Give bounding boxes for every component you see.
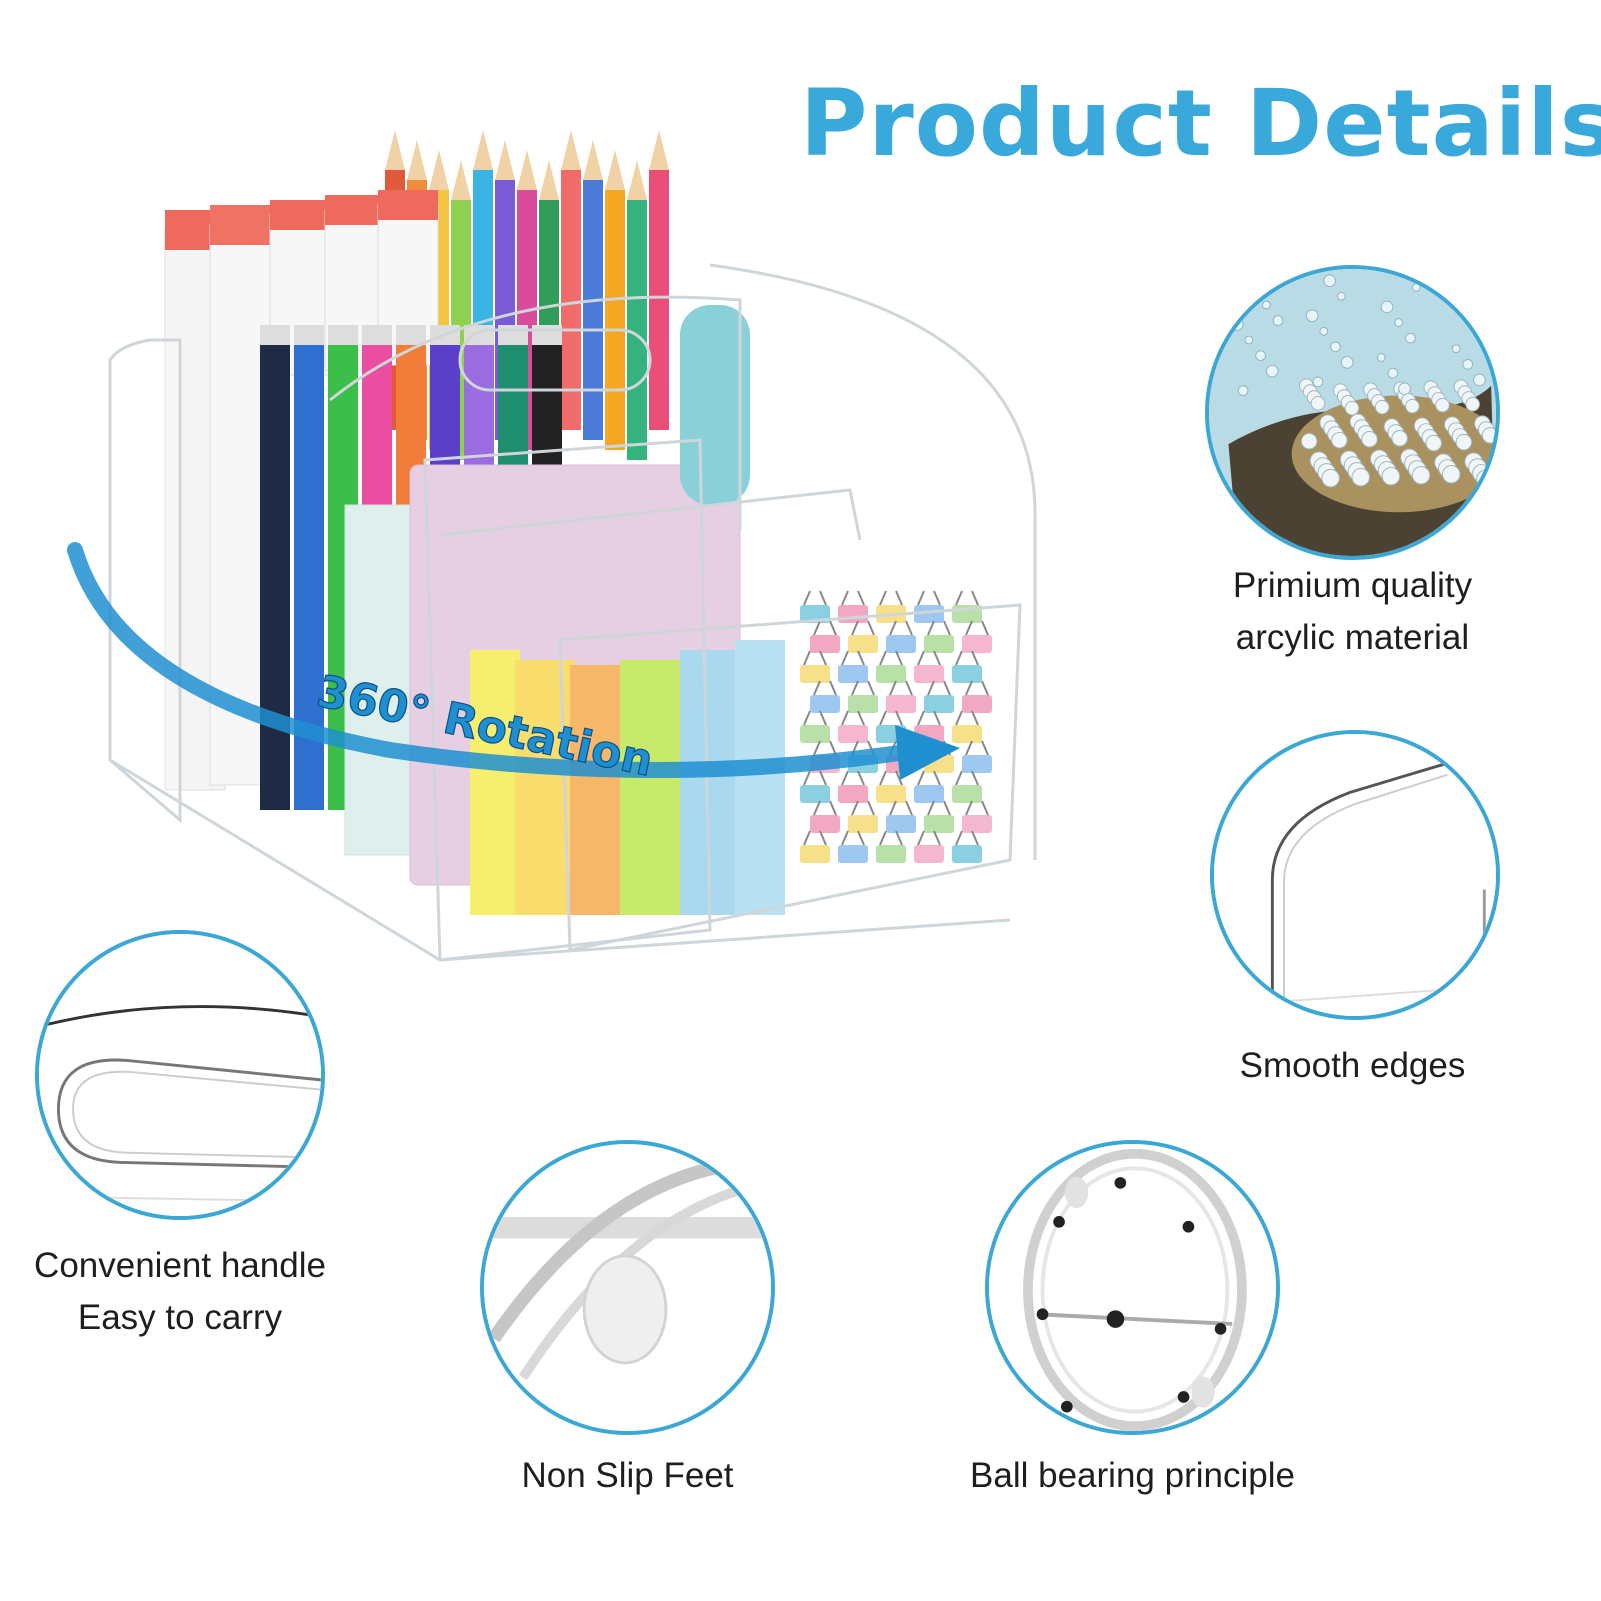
rotation-arrowhead bbox=[895, 725, 960, 780]
edges-closeup bbox=[1210, 730, 1500, 1020]
material-caption-line1: Primium quality bbox=[1232, 566, 1473, 605]
handle-caption-line1: Convenient handle bbox=[34, 1246, 326, 1285]
bearing-caption-line1: Ball bearing principle bbox=[970, 1456, 1295, 1495]
edges-caption-line1: Smooth edges bbox=[1239, 1046, 1466, 1085]
bearing-closeup bbox=[985, 1140, 1280, 1435]
material-caption-line2: arcylic material bbox=[1235, 618, 1470, 657]
acrylic-case bbox=[108, 263, 1037, 962]
handle-caption-line2: Easy to carry bbox=[77, 1298, 283, 1337]
feet-caption-line1: Non Slip Feet bbox=[521, 1456, 734, 1495]
sticky-notes bbox=[470, 640, 785, 915]
handle-closeup bbox=[35, 930, 325, 1220]
page-title: Product Details bbox=[800, 70, 1601, 177]
material-closeup bbox=[1205, 265, 1500, 560]
feet-caption: Non Slip Feet bbox=[470, 1450, 785, 1502]
edges-caption: Smooth edges bbox=[1205, 1040, 1500, 1092]
rotation-arrow bbox=[67, 542, 928, 778]
feet-closeup bbox=[480, 1140, 775, 1435]
teal-item bbox=[680, 305, 750, 505]
material-caption: Primium quality arcylic material bbox=[1205, 560, 1500, 664]
handle-caption: Convenient handle Easy to carry bbox=[15, 1240, 345, 1344]
bearing-caption: Ball bearing principle bbox=[935, 1450, 1330, 1502]
organizer-product-image: 360° Rotation bbox=[60, 60, 1060, 1020]
